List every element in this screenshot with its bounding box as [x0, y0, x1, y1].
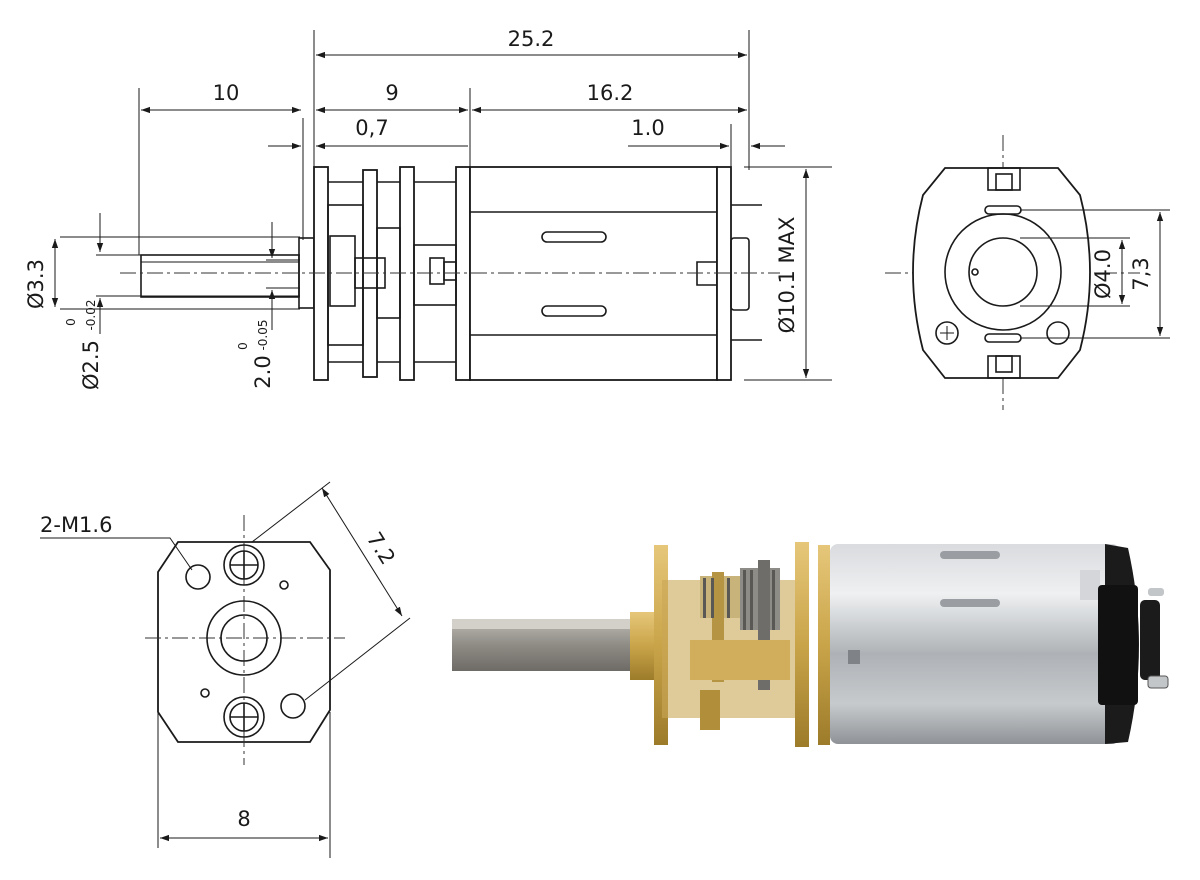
- hole-spacing-label: 7.2: [362, 528, 400, 569]
- rear-view: 7,3 Ø4.0: [885, 135, 1170, 410]
- terminal-spacing-label: 7,3: [1129, 257, 1153, 290]
- shaft-diameter-tol-lower: -0.02: [84, 299, 98, 330]
- side-view: 25.2 10 9 16.2 0,7 1.0 Ø3.3 Ø2.5 0 -0.02…: [24, 27, 832, 390]
- flange-thickness-label: 0,7: [355, 116, 388, 140]
- motor-length-label: 16.2: [587, 81, 634, 105]
- shaft-diameter-tol-upper: 0: [64, 318, 78, 326]
- shaft-flat-tol-upper: 0: [236, 342, 250, 350]
- overall-length-label: 25.2: [508, 27, 555, 51]
- shaft-length-label: 10: [213, 81, 240, 105]
- shaft-flat-tol-lower: -0.05: [256, 319, 270, 350]
- shaft-diameter-label: Ø2.5: [79, 340, 103, 390]
- motor-diameter-label: Ø10.1 MAX: [775, 217, 799, 334]
- boss-diameter-label: Ø4.0: [1091, 249, 1115, 299]
- mounting-thread-label: 2-M1.6: [40, 513, 112, 537]
- shaft-flat-label: 2.0: [251, 355, 275, 388]
- gear-motor-photo: [452, 542, 1169, 747]
- shaft-boss-diameter-label: Ø3.3: [24, 259, 48, 309]
- front-view: 2-M1.6 7.2 8: [40, 481, 411, 858]
- gearbox-length-label: 9: [385, 81, 398, 105]
- width-label: 8: [237, 807, 250, 831]
- terminal-gap-label: 1.0: [631, 116, 664, 140]
